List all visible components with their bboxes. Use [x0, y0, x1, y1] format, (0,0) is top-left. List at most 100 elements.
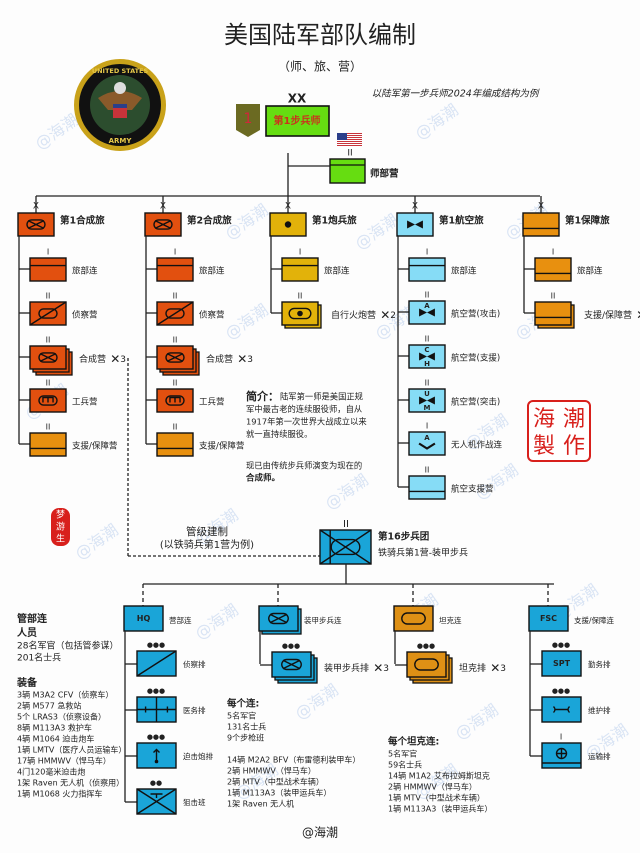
hq-echelon-mark: II [347, 149, 352, 159]
unit-box[interactable] [156, 257, 194, 282]
unit-label: 侦察营 [72, 310, 98, 321]
unit-label: 旅部连 [72, 266, 98, 277]
unit-box[interactable] [408, 475, 446, 500]
unit-box[interactable]: A [408, 431, 446, 456]
hq-personnel-heading: 人员 [17, 626, 37, 639]
hq-personnel-line: 28名军官（包括管参谋） [17, 640, 118, 652]
hq-equipment-line: 1架 Raven 无人机（侦察用） [17, 778, 124, 788]
unit-box[interactable]: A [408, 300, 446, 325]
unit-label: 支援/保障营 [199, 441, 244, 452]
platoon-box[interactable] [136, 742, 177, 769]
ellipse-mark [153, 219, 173, 230]
unit-frame [541, 742, 582, 769]
battalion-name: 第16步兵团 [378, 531, 429, 543]
company-info-line: 14辆 M2A2 BFV（布雷德利装甲车） [227, 755, 360, 765]
unit-name: 坦克排 [459, 662, 486, 674]
company-box-3[interactable] [393, 605, 434, 632]
unit-echelon-mark: II [46, 336, 51, 345]
multiplier-x-icon: ✕ [486, 661, 500, 675]
brigade-box-5[interactable] [522, 212, 560, 237]
brigade-name: 第1合成旅 [60, 215, 105, 227]
division-echelon-mark: XX [288, 92, 307, 106]
unit-label: 航空营(支援) [451, 353, 500, 364]
brigade-box-2[interactable] [144, 212, 182, 237]
unit-box[interactable] [29, 257, 67, 282]
battalion-box[interactable] [319, 529, 372, 565]
bowtie-mark [419, 352, 435, 361]
company-box-2[interactable] [258, 605, 302, 635]
brigade-box-1[interactable] [17, 212, 55, 237]
unit-label: 工兵营 [199, 397, 225, 408]
hq-equipment-line: 3辆 M3A2 CFV（侦察车） [17, 690, 113, 700]
company-box-1[interactable]: HQ [123, 605, 164, 632]
platoon-box[interactable] [271, 651, 318, 684]
platoon-echelon-dots: ●●● [552, 641, 570, 649]
example-note: 以陆军第一步兵师2024年编成结构为例 [372, 88, 540, 100]
division-box[interactable]: 第1步兵师 [265, 105, 330, 137]
company-info-line: 9个步枪班 [227, 733, 264, 743]
unit-box[interactable] [156, 301, 194, 326]
ellipse-mark [38, 352, 58, 363]
unit-box[interactable] [534, 257, 572, 282]
unit-box[interactable] [281, 301, 322, 329]
unit-frame [29, 257, 67, 282]
unit-box[interactable] [156, 388, 194, 413]
platoon-box[interactable] [541, 742, 582, 769]
multiplier-count: 3 [247, 355, 253, 365]
company-box-4[interactable]: FSC [528, 605, 569, 632]
seal-char: 潮 [563, 407, 585, 432]
company-info-line: 5名军官 [227, 711, 256, 721]
division-hq-battalion-box[interactable] [329, 158, 366, 184]
multiplier-x-icon: ✕ [632, 308, 640, 322]
unit-echelon-mark: II [173, 336, 178, 345]
bowtie-mark [407, 220, 423, 229]
platoon-box[interactable] [406, 651, 453, 684]
platoon-box[interactable] [541, 696, 582, 723]
patch-number: 1 [244, 111, 253, 127]
unit-box[interactable] [156, 432, 194, 457]
watermark-text: @海潮 [351, 210, 401, 253]
watermark-text: @海潮 [411, 100, 461, 143]
hq-equipment-line: 1辆 M1068 火力指挥车 [17, 789, 102, 799]
unit-box[interactable] [408, 257, 446, 282]
unit-box[interactable] [156, 345, 200, 376]
unit-label-with-multiplier: 合成营 ✕3 [206, 352, 253, 366]
watermark-text: @海潮 [31, 110, 81, 153]
unit-box[interactable] [29, 301, 67, 326]
unit-name: 支援/保障营 [584, 309, 632, 321]
footer-credit: @海潮 [302, 825, 338, 840]
platoon-box[interactable]: SPT [541, 650, 582, 677]
page-title: 美国陆军部队编制 [224, 21, 416, 49]
unit-label: 航空营(攻击) [451, 309, 500, 320]
page-subtitle: （师、旅、营） [278, 60, 362, 74]
company-label: 营部连 [169, 615, 192, 625]
eagle-wings [98, 91, 142, 110]
unit-box[interactable] [281, 257, 319, 282]
unit-box[interactable] [29, 388, 67, 413]
ellipse-mark [38, 308, 58, 319]
unit-box[interactable] [534, 301, 575, 329]
unit-label: 支援/保障营 [72, 441, 117, 452]
unit-box[interactable]: CH [408, 344, 446, 369]
unit-label: 航空支援营 [451, 484, 494, 495]
platoon-box[interactable] [136, 788, 177, 815]
seal-char: 海 [533, 407, 555, 432]
unit-echelon-mark: II [46, 292, 51, 301]
brigade-box-3[interactable] [269, 212, 307, 237]
unit-box[interactable] [29, 432, 67, 457]
platoon-box[interactable] [136, 696, 177, 723]
intro-line: 军中最古老的连续服役师，自从 [246, 404, 362, 414]
unit-box[interactable]: UM [408, 388, 446, 413]
ellipse-mark [330, 538, 361, 556]
platoon-box[interactable] [136, 650, 177, 677]
unit-echelon-mark: II [173, 379, 178, 388]
brigade-box-4[interactable] [396, 212, 434, 237]
unit-frame [528, 605, 569, 632]
us-flag-icon [337, 133, 362, 146]
battalion-caption-sub: (以铁骑兵第1营为例) [160, 538, 254, 551]
unit-box[interactable] [29, 345, 73, 376]
unit-frame [522, 212, 560, 237]
unit-echelon-mark: II [425, 291, 430, 300]
platoon-echelon-dots: ●●● [147, 733, 165, 741]
